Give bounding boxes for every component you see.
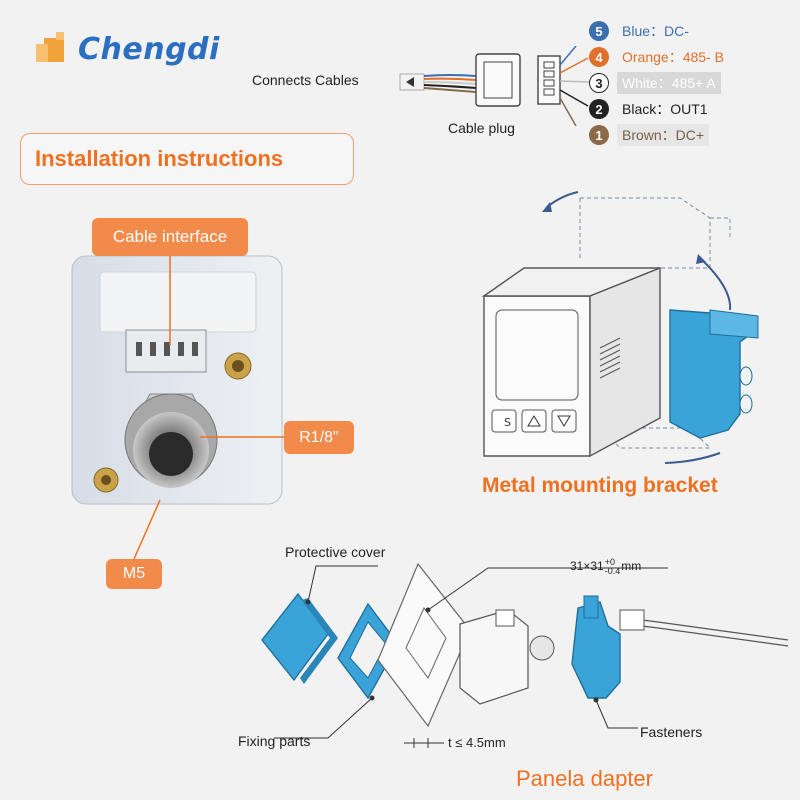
wire-legend-row: 4 Orange：485- B xyxy=(589,46,729,68)
wire-number-badge: 5 xyxy=(589,21,609,41)
brand-logo: Chengdi xyxy=(36,30,266,70)
wire-label: White：485+ A xyxy=(617,72,721,94)
bracket-diagram: S xyxy=(481,191,759,464)
wire-label: Orange：485- B xyxy=(622,49,724,65)
logo-square-icon xyxy=(36,32,64,62)
cable-interface-label: Cable interface xyxy=(92,218,248,256)
svg-text:S: S xyxy=(504,416,511,429)
r18-thread-label: R1/8" xyxy=(284,421,354,454)
wire-label: Brown：DC+ xyxy=(617,124,710,146)
wire-legend-row: 5 Blue：DC- xyxy=(589,20,694,42)
brand-name: Chengdi xyxy=(78,32,220,67)
dimension-tolerance-upper: +0 xyxy=(604,557,615,567)
connects-cables-label: Connects Cables xyxy=(252,72,359,88)
wire-number-badge: 1 xyxy=(589,125,609,145)
installation-title: Installation instructions xyxy=(20,133,354,185)
wire-label: Black：OUT1 xyxy=(622,101,708,117)
bracket-title: Metal mounting bracket xyxy=(482,474,718,497)
panel-adapter-diagram xyxy=(261,562,789,748)
thickness-label: t ≤ 4.5mm xyxy=(448,735,506,750)
panel-adapter-title: Panela dapter xyxy=(516,766,653,791)
cable-plug-diagram xyxy=(399,46,591,126)
wire-number-badge: 4 xyxy=(589,47,609,67)
dimension-tolerance-lower: -0.4 xyxy=(604,566,621,576)
wire-legend-row: 3 White：485+ A xyxy=(589,72,721,94)
wire-legend-row: 1 Brown：DC+ xyxy=(589,124,710,146)
wire-number-badge: 2 xyxy=(589,99,609,119)
wire-legend-row: 2 Black：OUT1 xyxy=(589,98,713,120)
wire-number-badge: 3 xyxy=(589,73,609,93)
dimension-unit: mm xyxy=(621,559,642,574)
fasteners-label: Fasteners xyxy=(640,724,703,740)
arrow-left-icon xyxy=(406,77,414,87)
fixing-parts-label: Fixing parts xyxy=(238,733,311,749)
dimension-cutout-base: 31×31 xyxy=(570,559,604,574)
protective-cover-label: Protective cover xyxy=(285,544,386,560)
wire-label: Blue：DC- xyxy=(622,23,689,39)
sensor-photo xyxy=(71,255,283,505)
m5-label: M5 xyxy=(106,559,162,589)
cable-plug-label: Cable plug xyxy=(448,120,515,136)
